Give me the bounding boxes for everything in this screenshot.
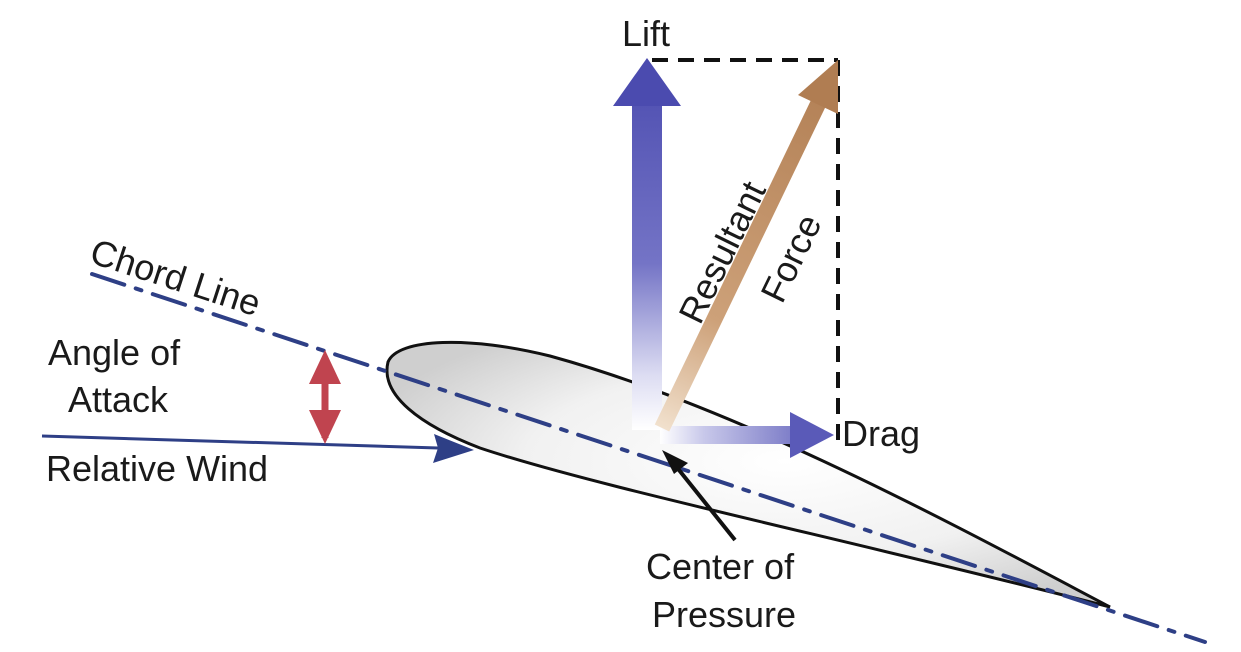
chord-line bbox=[90, 272, 1207, 644]
center-of-pressure-label-line1: Center of bbox=[646, 546, 795, 587]
resultant-force-arrow bbox=[654, 60, 838, 432]
angle-of-attack-marker bbox=[309, 350, 341, 444]
relative-wind-label: Relative Wind bbox=[46, 448, 268, 489]
angle-of-attack-label-line1: Angle of bbox=[48, 332, 181, 373]
chord-line-label: Chord Line bbox=[86, 231, 266, 324]
drag-label: Drag bbox=[842, 413, 920, 454]
lift-label: Lift bbox=[622, 13, 670, 54]
drag-arrow bbox=[660, 412, 834, 458]
airfoil bbox=[385, 340, 1111, 609]
center-of-pressure-pointer bbox=[662, 450, 737, 542]
force-rectangle-dashed bbox=[652, 58, 840, 440]
relative-wind-arrow bbox=[41, 434, 474, 463]
lift-arrow bbox=[613, 58, 681, 430]
angle-of-attack-label-line2: Attack bbox=[68, 379, 169, 420]
center-of-pressure-label-line2: Pressure bbox=[652, 594, 796, 635]
